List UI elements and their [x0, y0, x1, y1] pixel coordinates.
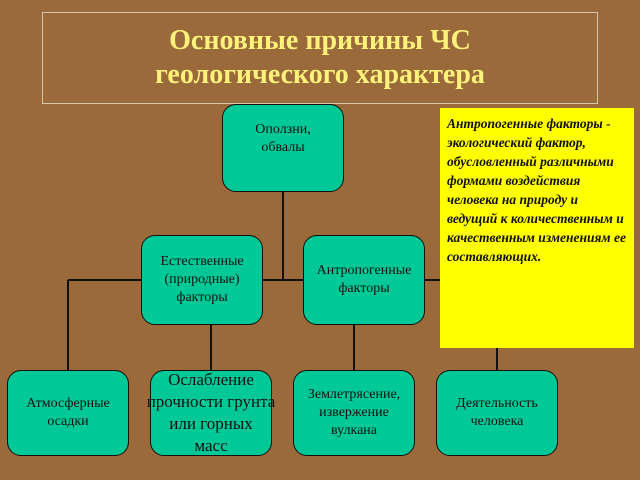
node-weaken-line: или горных [169, 414, 253, 433]
node-anthro-line: факторы [338, 281, 390, 296]
node-natural-line: (природные) [164, 272, 240, 287]
node-atmos-line: Атмосферные [26, 396, 110, 411]
node-landslides-line: обвалы [261, 140, 305, 155]
node-weaken-line: масс [194, 436, 228, 455]
node-human-activity: Деятельность человека [436, 370, 558, 456]
node-human-line: Деятельность [456, 396, 538, 411]
node-landslides-line: Оползни, [255, 122, 311, 137]
node-anthropogenic-factors: Антропогенные факторы [303, 235, 425, 325]
definition-note: Антропогенные факторы - экологический фа… [440, 108, 634, 348]
node-landslides: Оползни, обвалы [222, 104, 344, 192]
node-earthquake-eruption: Землетрясение, извержение вулкана [293, 370, 415, 456]
node-natural-line: Естественные [160, 254, 244, 269]
node-atmospheric-precipitation: Атмосферные осадки [7, 370, 129, 456]
node-anthro-line: Антропогенные [316, 263, 412, 278]
title-line-1: Основные причины ЧС [169, 25, 471, 56]
node-weaken-line: Ослабление [168, 370, 254, 389]
node-weaken-line: прочности грунта [146, 392, 276, 411]
node-weakening-soil: Ослабление прочности грунта или горных м… [147, 370, 275, 456]
node-quake-line: вулкана [330, 423, 377, 438]
node-quake-line: извержение [319, 405, 389, 420]
node-human-line: человека [470, 414, 524, 429]
node-natural-line: факторы [176, 290, 228, 305]
node-quake-line: Землетрясение, [307, 387, 401, 402]
node-atmos-line: осадки [47, 414, 89, 429]
title-line-2: геологического характера [155, 59, 485, 90]
node-natural-factors: Естественные (природные) факторы [141, 235, 263, 325]
title-box: Основные причины ЧС геологического харак… [42, 12, 598, 104]
